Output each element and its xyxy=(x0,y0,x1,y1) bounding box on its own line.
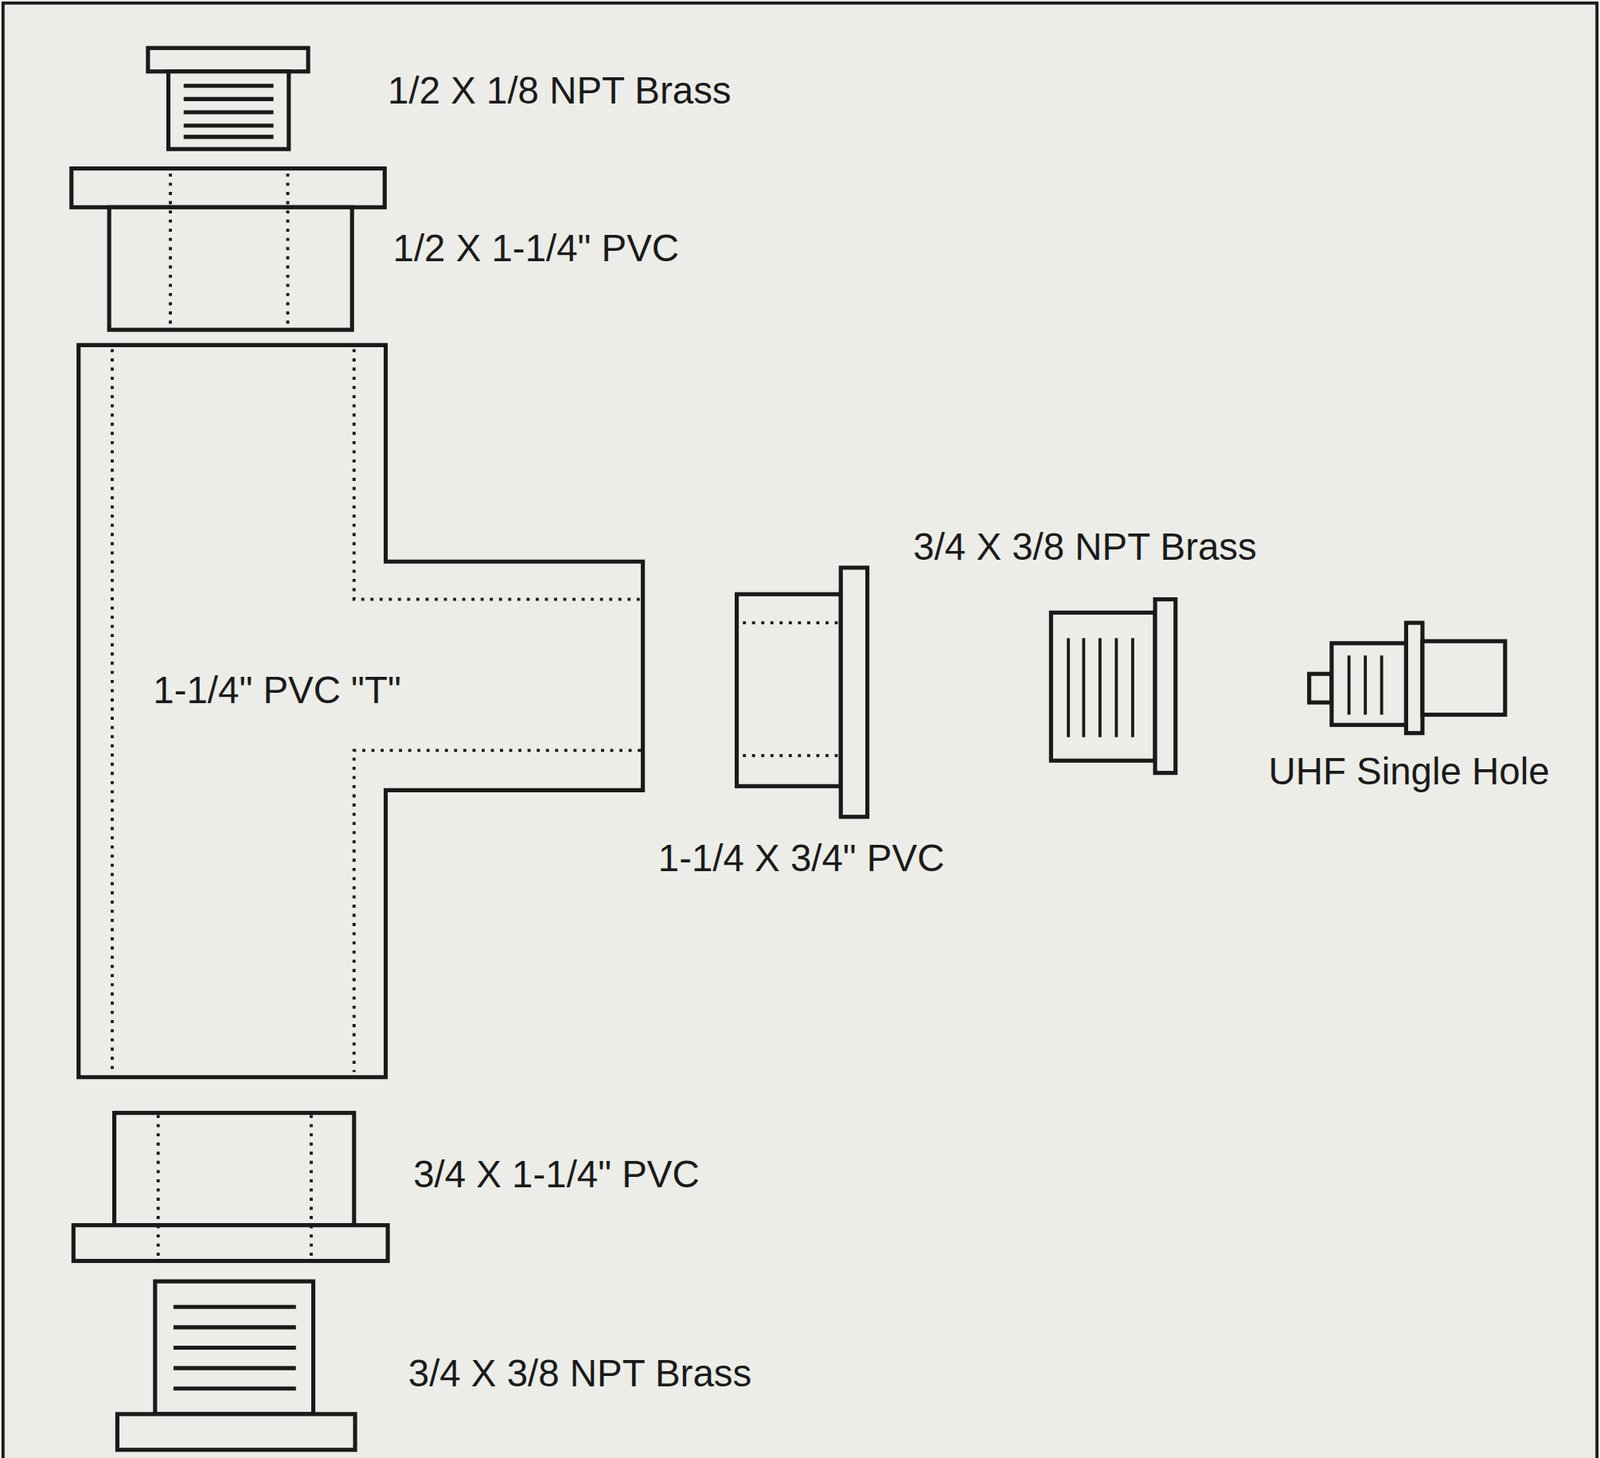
part-label: 1-1/4 X 3/4" PVC xyxy=(658,838,945,876)
part-label: 1-1/4" PVC "T" xyxy=(152,671,401,709)
pvc-reducer xyxy=(737,567,868,817)
thread-line xyxy=(183,123,274,128)
part-label: 1/2 X 1-1/4" PVC xyxy=(393,229,680,267)
part-label: 3/4 X 3/8 NPT Brass xyxy=(913,526,1257,565)
pvc-tee xyxy=(78,344,644,1077)
thread-line xyxy=(173,1324,297,1329)
thread-line xyxy=(183,134,274,139)
thread-line xyxy=(1098,637,1102,737)
frame-border xyxy=(3,3,1597,1458)
thread-line xyxy=(1066,637,1070,737)
brass-bushing-top xyxy=(148,47,309,149)
part-label: UHF Single Hole xyxy=(1268,751,1550,789)
thread-line xyxy=(173,1304,297,1309)
part-label: 3/4 X 3/8 NPT Brass xyxy=(408,1354,752,1392)
thread-line xyxy=(183,109,274,114)
thread-line xyxy=(1363,655,1367,715)
thread-line xyxy=(1114,637,1118,737)
thread-line xyxy=(1380,655,1384,715)
thread-line xyxy=(183,83,274,88)
thread-line xyxy=(173,1385,297,1390)
uhf-connector xyxy=(1309,622,1506,733)
thread-line xyxy=(173,1345,297,1350)
thread-line xyxy=(173,1365,297,1370)
brass-bushing-right xyxy=(1050,599,1175,773)
thread-line xyxy=(1131,637,1135,737)
pvc-bushing-bottom xyxy=(73,1112,388,1261)
pvc-bushing-top xyxy=(71,168,386,331)
brass-bushing-bottom xyxy=(117,1280,356,1450)
thread-line xyxy=(1347,655,1351,715)
part-label: 3/4 X 1-1/4" PVC xyxy=(413,1155,700,1193)
thread-line xyxy=(183,97,274,102)
thread-line xyxy=(1081,637,1085,737)
part-label: 1/2 X 1/8 NPT Brass xyxy=(387,70,731,109)
